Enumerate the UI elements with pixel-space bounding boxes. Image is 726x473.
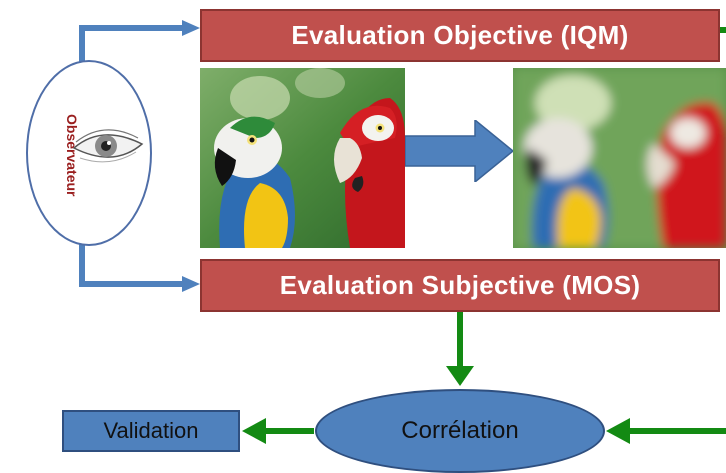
validation-label: Validation	[103, 418, 199, 443]
original-image	[200, 68, 405, 248]
subjective-evaluation-label: Evaluation Subjective (MOS)	[279, 270, 641, 300]
objective-evaluation-label: Evaluation Objective (IQM)	[291, 20, 629, 50]
correlation-node: Corrélation	[315, 389, 605, 473]
observer-to-subjective-connector	[79, 242, 182, 287]
right-arrow-icon	[405, 120, 513, 182]
subjective-arrowhead	[182, 276, 200, 292]
validation-box: Validation	[62, 410, 240, 452]
subjective-evaluation-banner: Evaluation Subjective (MOS)	[200, 259, 720, 312]
observer-node	[26, 60, 152, 246]
observer-to-objective-connector	[79, 25, 182, 64]
eye-icon	[72, 129, 144, 163]
observer-label: Observateur	[64, 113, 80, 197]
subjective-to-correlation-arrowhead	[446, 366, 474, 386]
correlation-to-validation-arrowhead	[242, 418, 266, 444]
right-to-correlation-arrowhead	[606, 418, 630, 444]
correlation-label: Corrélation	[401, 417, 519, 444]
objective-evaluation-banner: Evaluation Objective (IQM)	[200, 9, 720, 62]
degraded-image	[513, 68, 726, 248]
objective-arrowhead	[182, 20, 200, 36]
